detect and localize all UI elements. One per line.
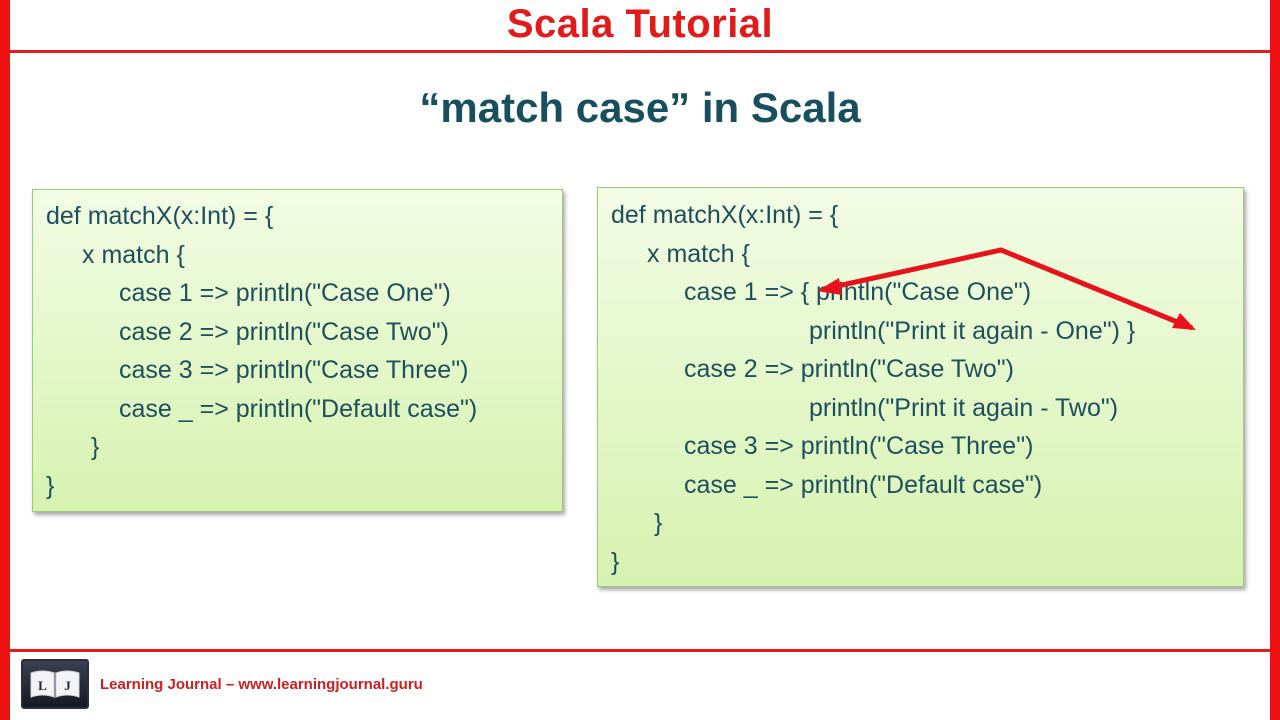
slide-title: “match case” in Scala	[419, 84, 861, 131]
code-box-multi-statement-match: def matchX(x:Int) = { x match { case 1 =…	[597, 187, 1244, 587]
left-red-border	[0, 0, 10, 720]
code-line: case 1 => { println("Case One")	[684, 278, 1032, 306]
learning-journal-logo: L J	[21, 659, 89, 709]
code-line: x match {	[647, 240, 750, 268]
code-line: case 3 => println("Case Three")	[684, 432, 1034, 460]
code-line: }	[611, 548, 620, 576]
code-line: println("Print it again - One") }	[809, 317, 1136, 345]
code-line: case _ => println("Default case")	[119, 395, 478, 423]
code-line: x match {	[82, 241, 185, 269]
code-line: println("Print it again - Two")	[809, 394, 1119, 422]
header-title: Scala Tutorial	[506, 2, 774, 46]
book-icon: L J	[30, 670, 80, 698]
code-line: case 1 => println("Case One")	[119, 279, 451, 307]
code-box-basic-match: def matchX(x:Int) = { x match { case 1 =…	[32, 189, 563, 512]
svg-text:J: J	[64, 678, 71, 693]
code-line: }	[46, 472, 55, 500]
code-line: case _ => println("Default case")	[684, 471, 1043, 499]
footer-site-text: Learning Journal – www.learningjournal.g…	[100, 676, 423, 693]
code-line: case 2 => println("Case Two")	[684, 355, 1014, 383]
code-line: case 2 => println("Case Two")	[119, 318, 449, 346]
code-line: }	[654, 509, 663, 537]
right-red-border	[1270, 0, 1280, 720]
arrowhead-right-brace	[1172, 313, 1196, 330]
code-line: }	[91, 433, 100, 461]
footer-divider	[10, 649, 1270, 652]
code-line: def matchX(x:Int) = {	[46, 202, 274, 230]
code-line: case 3 => println("Case Three")	[119, 356, 469, 384]
svg-text:L: L	[38, 678, 47, 693]
code-line: def matchX(x:Int) = {	[611, 201, 839, 229]
header-divider	[10, 50, 1270, 53]
